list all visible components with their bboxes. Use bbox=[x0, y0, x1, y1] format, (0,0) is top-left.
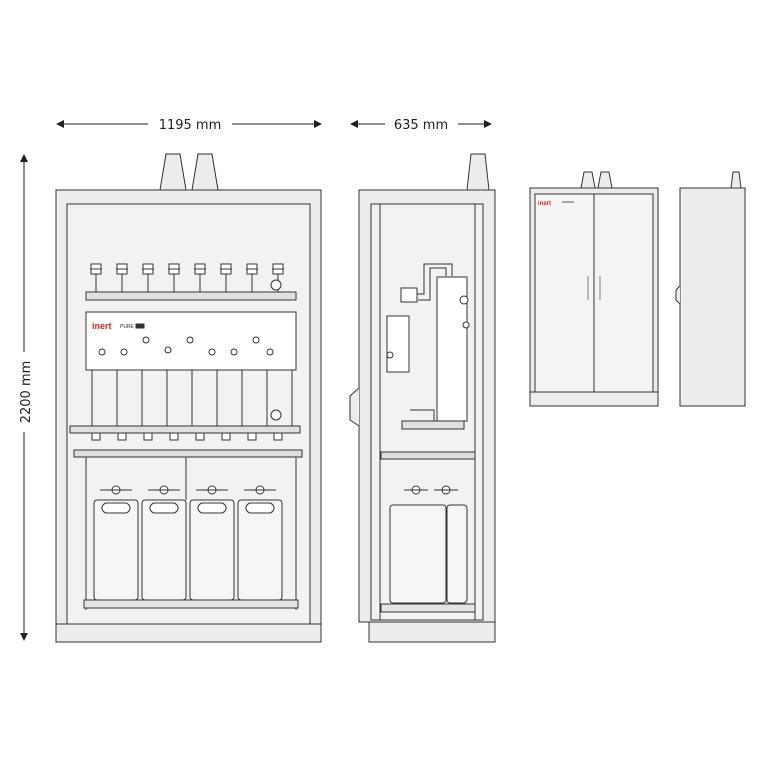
valve-icon bbox=[91, 432, 101, 441]
knob-icon bbox=[186, 336, 194, 344]
valve-icon bbox=[247, 432, 257, 441]
knob-icon bbox=[98, 348, 106, 356]
knob-icon bbox=[266, 348, 274, 356]
front-logo: inert bbox=[92, 321, 112, 331]
dimension-depth: 635 mm bbox=[350, 118, 492, 133]
knob-icon bbox=[164, 346, 172, 354]
knob-icon bbox=[252, 336, 260, 344]
knob-icon bbox=[208, 348, 216, 356]
valve-icon bbox=[195, 432, 205, 441]
dimension-width: 1195 mm bbox=[56, 118, 322, 133]
valve-icon bbox=[117, 432, 127, 441]
small-side-view bbox=[675, 171, 746, 407]
side-view-cabinet bbox=[349, 153, 496, 643]
valve-icon bbox=[143, 432, 153, 441]
width-label: 1195 mm bbox=[159, 118, 222, 133]
valve-icon bbox=[221, 432, 231, 441]
knob-icon bbox=[142, 336, 150, 344]
regulator-row-top bbox=[85, 263, 297, 301]
gas-cylinder bbox=[237, 499, 283, 601]
small-front-view: inert bbox=[529, 171, 659, 407]
small-logo: inert bbox=[538, 201, 551, 207]
dimension-height: 2200 mm bbox=[19, 154, 34, 641]
knob-icon bbox=[120, 348, 128, 356]
height-label: 2200 mm bbox=[19, 361, 34, 424]
gas-cylinder bbox=[189, 499, 235, 601]
valve-icon bbox=[169, 432, 179, 441]
gas-cylinder bbox=[141, 499, 187, 601]
knob-icon bbox=[230, 348, 238, 356]
valve-icon bbox=[273, 432, 283, 441]
front-product-label: PURE bbox=[120, 324, 135, 330]
gas-cylinder bbox=[93, 499, 139, 601]
front-view-cabinet: inert PURE bbox=[55, 153, 322, 643]
depth-label: 635 mm bbox=[394, 118, 448, 133]
